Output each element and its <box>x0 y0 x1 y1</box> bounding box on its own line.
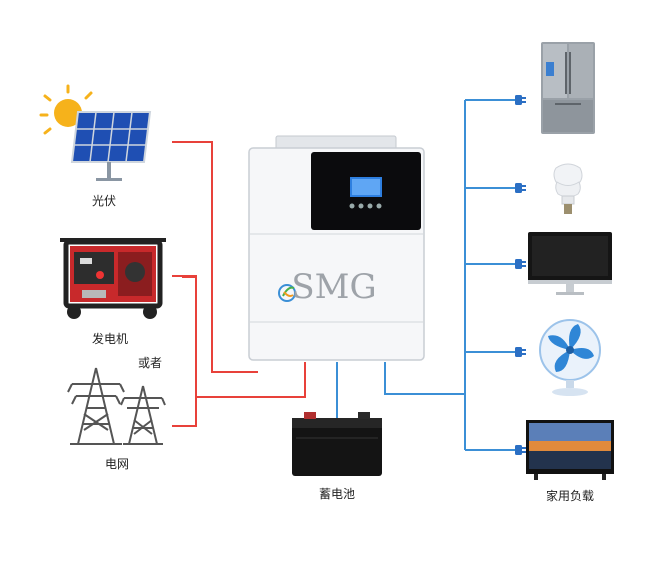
fan-icon <box>539 319 601 396</box>
plug-icon <box>515 347 526 357</box>
brand-name: SMG <box>291 267 376 307</box>
light-bulb-icon <box>553 163 583 214</box>
grid-label: 电网 <box>105 457 129 471</box>
generator-label: 发电机 <box>92 331 128 346</box>
plug-icon <box>515 259 526 269</box>
or-label: 或者 <box>138 356 162 370</box>
plug-icon <box>515 445 526 455</box>
power-tower-icon <box>67 367 166 445</box>
television-icon <box>526 420 614 480</box>
refrigerator-icon <box>541 42 595 134</box>
solar-label: 光伏 <box>92 194 116 208</box>
input-wiring <box>172 141 306 427</box>
brand-logo-icon <box>278 284 296 302</box>
monitor-icon <box>528 232 612 295</box>
plug-icon <box>515 183 526 193</box>
inverter-unit <box>248 135 425 361</box>
battery-icon <box>292 412 382 476</box>
plug-icons <box>515 95 526 455</box>
output-wiring <box>336 99 517 451</box>
generator-icon <box>60 238 166 319</box>
battery-label: 蓄电池 <box>319 487 355 501</box>
loads-label: 家用负载 <box>546 488 594 503</box>
plug-icon <box>515 95 526 105</box>
solar-panel-icon <box>39 84 152 181</box>
